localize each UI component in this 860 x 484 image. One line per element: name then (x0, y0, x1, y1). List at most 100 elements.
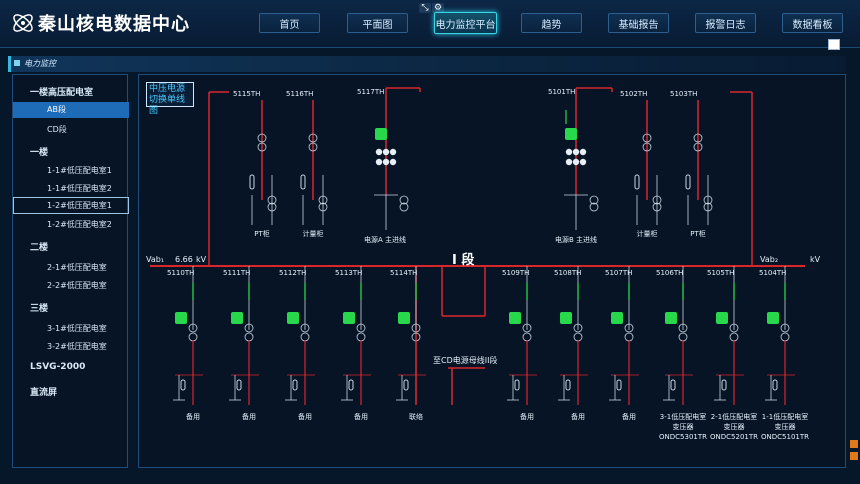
ct-icon (589, 195, 599, 205)
ct-icon (693, 133, 703, 143)
sidebar-item-1-1-lv2[interactable]: 1-1#低压配电室2 (47, 184, 112, 193)
fuse-icon (180, 379, 186, 391)
fuse-icon (685, 174, 691, 190)
settings-icon[interactable]: ⚙ (432, 3, 444, 13)
nav-alarm-log[interactable]: 报警日志 (695, 13, 756, 33)
sidebar-item-cd[interactable]: CD段 (47, 125, 67, 134)
fuse-icon (721, 379, 727, 391)
restore-icon[interactable]: ⤡ (419, 3, 431, 13)
mv-switch-diagram-label[interactable]: 中压电源切换单线图 (146, 82, 194, 116)
ct-icon (780, 323, 790, 333)
sidebar-item-2-1-lv[interactable]: 2-1#低压配电室 (47, 263, 107, 272)
bus-right-name: Vab₂ (760, 255, 779, 264)
ct-icon (729, 323, 739, 333)
ct-icon (244, 332, 254, 342)
section-label: I 段 (452, 253, 475, 268)
breaker-label: 5110TH (167, 269, 195, 277)
nav-trend[interactable]: 趋势 (521, 13, 582, 33)
feeder-label: 电源B 主进线 (554, 236, 598, 244)
sidebar-item-dc-panel[interactable]: 直流屏 (30, 388, 58, 398)
sidebar-group-floor1[interactable]: 一楼 (30, 148, 49, 158)
ct-icon (693, 142, 703, 152)
panel-title-bar (8, 56, 846, 72)
feeder-label: PT柜 (254, 230, 270, 238)
sidebar-item-2-2-lv[interactable]: 2-2#低压配电室 (47, 281, 107, 290)
bus-left-unit: kV (196, 255, 207, 264)
disconnector-icon (572, 148, 580, 156)
transformer-icon (318, 195, 328, 205)
side-tab-icon[interactable] (850, 440, 858, 448)
fuse-icon (670, 379, 676, 391)
breaker-label: 5115TH (233, 90, 261, 98)
nav-basic-report[interactable]: 基础报告 (608, 13, 669, 33)
fuse-icon (348, 379, 354, 391)
sidebar-item-1-2-lv1[interactable]: 1-2#低压配电室1 (13, 197, 129, 214)
breaker-label: 5101TH (548, 88, 576, 96)
breaker-label: 5113TH (335, 269, 363, 277)
ct-icon (624, 323, 634, 333)
bus-left-name: Vab₁ (146, 255, 165, 264)
breaker-closed-icon (767, 312, 779, 324)
sidebar-item-1-2-lv2[interactable]: 1-2#低压配电室2 (47, 220, 112, 229)
ct-icon (678, 323, 688, 333)
chart-icon[interactable] (828, 39, 840, 50)
fuse-icon (634, 174, 640, 190)
ct-icon (356, 332, 366, 342)
ct-icon (399, 202, 409, 212)
breaker-closed-icon (716, 312, 728, 324)
breaker-closed-icon (509, 312, 521, 324)
single-line-diagram (150, 87, 805, 405)
breaker-closed-icon (343, 312, 355, 324)
ct-icon (729, 332, 739, 342)
fuse-icon (772, 379, 778, 391)
sidebar-group-hv-room[interactable]: 一楼高压配电室 (30, 88, 94, 98)
feeder-label: 备用 (571, 413, 585, 421)
disconnector-icon (375, 148, 383, 156)
sidebar-group-floor2[interactable]: 二楼 (30, 243, 49, 253)
ct-icon (399, 195, 409, 205)
breaker-label: 5105TH (707, 269, 735, 277)
feeder-label: 备用 (622, 413, 636, 421)
ct-icon (188, 332, 198, 342)
atom-logo-icon (13, 14, 33, 32)
breaker-label: 5108TH (554, 269, 582, 277)
breaker-closed-icon (565, 128, 577, 140)
sidebar-item-3-1-lv[interactable]: 3-1#低压配电室 (47, 324, 107, 333)
sidebar-item-lsvg[interactable]: LSVG-2000 (30, 362, 86, 372)
breaker-closed-icon (175, 312, 187, 324)
ct-icon (678, 332, 688, 342)
breaker-label: 5116TH (286, 90, 314, 98)
nav-power-monitoring[interactable]: 电力监控平台 (434, 12, 497, 34)
side-tab-icon[interactable] (850, 452, 858, 460)
nav-home[interactable]: 首页 (259, 13, 320, 33)
transformer-icon (318, 202, 328, 212)
sidebar-item-3-2-lv[interactable]: 3-2#低压配电室 (47, 342, 107, 351)
breaker-label: 5112TH (279, 269, 307, 277)
fuse-icon (292, 379, 298, 391)
feeder-label: 备用 (242, 413, 256, 421)
ct-icon (573, 332, 583, 342)
sidebar-group-floor3[interactable]: 三楼 (30, 304, 49, 314)
feeder-label: 备用 (186, 413, 200, 421)
breaker-closed-icon (611, 312, 623, 324)
breaker-closed-icon (560, 312, 572, 324)
feeder-label: 计量柜 (636, 230, 658, 238)
feeder-label: 计量柜 (302, 230, 324, 238)
panel-title: 电力监控 (24, 59, 56, 68)
sidebar-item-ab[interactable]: AB段 (13, 102, 129, 118)
ct-icon (589, 202, 599, 212)
nav-floor-plan[interactable]: 平面图 (347, 13, 408, 33)
bus-left-value: 6.66 (175, 255, 193, 264)
breaker-label: 5111TH (223, 269, 251, 277)
bus-right-unit: kV (810, 255, 821, 264)
sidebar-item-1-1-lv1[interactable]: 1-1#低压配电室1 (47, 166, 112, 175)
breaker-closed-icon (287, 312, 299, 324)
ct-icon (244, 323, 254, 333)
fuse-icon (249, 174, 255, 190)
nav-data-dashboard[interactable]: 数据看板 (782, 13, 843, 33)
sidebar: 一楼高压配电室 AB段 CD段 一楼 1-1#低压配电室1 1-1#低压配电室2… (12, 74, 129, 468)
header-bar: 秦山核电数据中心 ⤡ ⚙ 首页 平面图 电力监控平台 趋势 基础报告 报警日志 … (0, 0, 860, 48)
